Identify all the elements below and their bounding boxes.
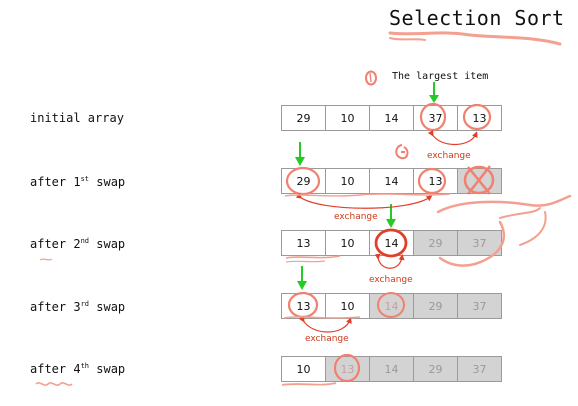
array-cell: 37 (414, 105, 458, 131)
exchange-label: exchange (305, 334, 349, 344)
title-underline (388, 31, 562, 46)
circle-mark-icon (365, 70, 377, 86)
scribble-mark (519, 211, 547, 246)
row-label-swap-1: after 1st swap (30, 175, 126, 189)
array-after-swap-2: 13 10 14 29 37 (281, 230, 502, 256)
row-label-initial: initial array (30, 111, 124, 125)
array-cell: 13 (414, 168, 458, 194)
row-label-swap-3: after 3rd swap (30, 300, 126, 314)
pointer-arrow-icon (386, 204, 396, 228)
exchange-arrow (295, 192, 433, 209)
underline-scribble (39, 258, 53, 261)
array-cell-sorted (458, 168, 502, 194)
array-after-swap-3: 13 10 14 29 37 (281, 293, 502, 319)
array-cell-sorted: 13 (326, 356, 370, 382)
pointer-arrow-icon (429, 82, 439, 103)
title-underline (389, 37, 426, 41)
pointer-arrow-icon (297, 266, 307, 290)
array-cell: 10 (281, 356, 326, 382)
row-label-swap-2: after 2nd swap (30, 237, 126, 251)
array-cell-sorted: 37 (458, 356, 502, 382)
diagram-title: Selection Sort (389, 6, 565, 30)
underline-scribble (35, 382, 73, 386)
array-cell-sorted: 14 (370, 293, 414, 319)
pointer-arrow-icon (295, 142, 305, 166)
array-cell: 13 (458, 105, 502, 131)
exchange-label: exchange (369, 275, 413, 285)
array-cell-sorted: 37 (458, 230, 502, 256)
array-cell: 13 (281, 230, 326, 256)
underline-scribble (281, 382, 337, 386)
array-cell: 14 (370, 168, 414, 194)
array-after-swap-1: 29 10 14 13 (281, 168, 502, 194)
underline-scribble (284, 193, 451, 197)
array-cell: 13 (281, 293, 326, 319)
exchange-arrow (374, 253, 405, 269)
array-cell: 14 (370, 105, 414, 131)
row-label-swap-4: after 4th swap (30, 362, 126, 376)
array-cell-sorted: 29 (414, 356, 458, 382)
array-cell: 29 (281, 105, 326, 131)
legend-text: The largest item (392, 71, 489, 82)
array-cell-sorted: 29 (414, 293, 458, 319)
underline-scribble (285, 260, 326, 263)
array-cell-sorted: 37 (458, 293, 502, 319)
exchange-label: exchange (334, 212, 378, 222)
array-cell: 14 (370, 230, 414, 256)
array-cell: 10 (326, 230, 370, 256)
exchange-arrow (427, 129, 478, 146)
scribble-mark (436, 194, 572, 214)
array-cell: 10 (326, 105, 370, 131)
scribble-mark (395, 144, 409, 160)
exchange-arrow (298, 315, 352, 333)
array-cell-sorted: 29 (414, 230, 458, 256)
exchange-label: exchange (427, 151, 471, 161)
array-cell: 10 (326, 293, 370, 319)
array-cell: 10 (326, 168, 370, 194)
array-cell-sorted: 14 (370, 356, 414, 382)
scribble-mark (499, 207, 541, 219)
array-after-swap-4: 10 13 14 29 37 (281, 356, 502, 382)
underline-scribble (285, 255, 341, 259)
array-initial: 29 10 14 37 13 (281, 105, 502, 131)
array-cell: 29 (281, 168, 326, 194)
